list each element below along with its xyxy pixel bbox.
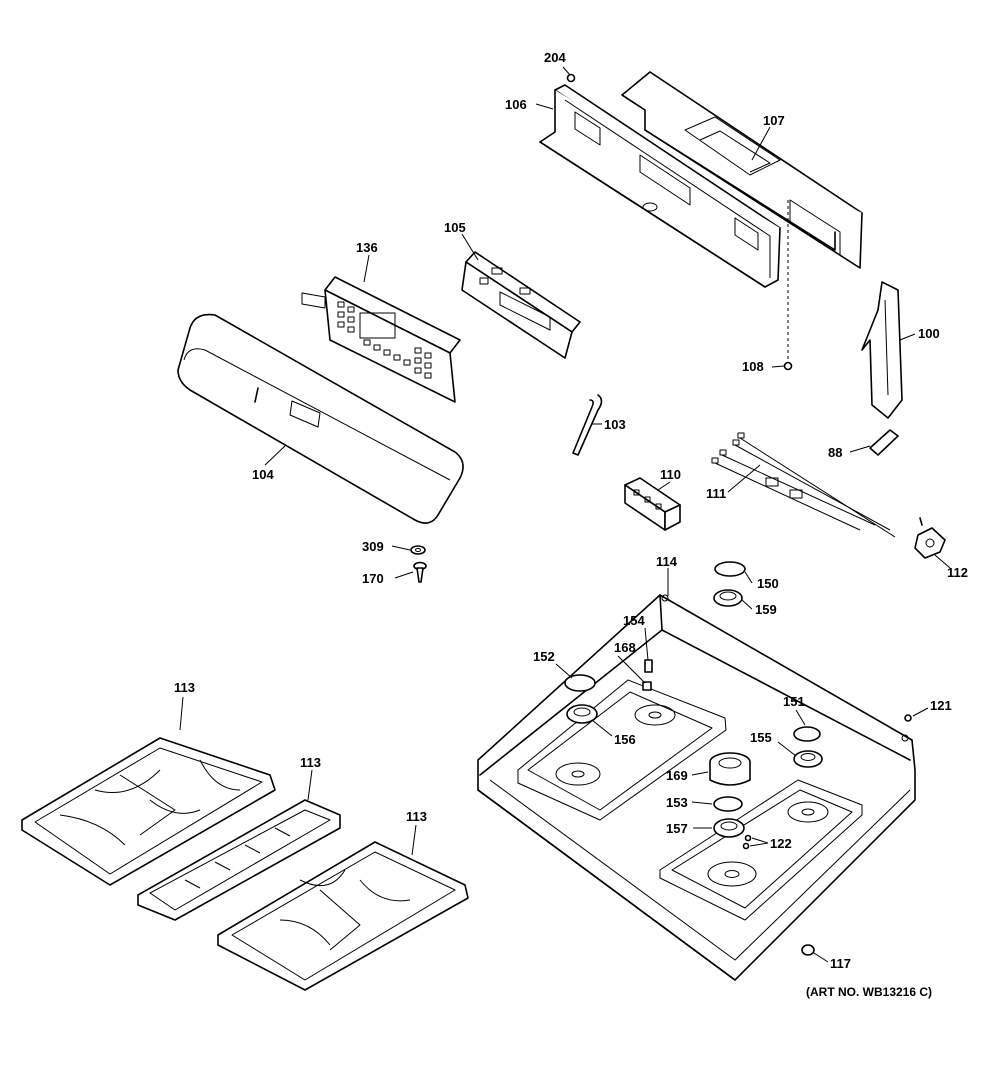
label-309: 309 <box>362 539 384 554</box>
label-113-center: 113 <box>300 755 321 770</box>
part-168-electrode <box>642 681 652 691</box>
label-151: 151 <box>783 694 805 709</box>
label-159: 159 <box>755 602 777 617</box>
part-122-screws <box>742 834 752 850</box>
label-136: 136 <box>356 240 378 255</box>
part-150-burner-cap <box>714 561 746 577</box>
label-169: 169 <box>666 768 688 783</box>
label-106: 106 <box>505 97 527 112</box>
label-111: 111 <box>706 486 726 501</box>
part-107-top-cover <box>621 71 863 269</box>
label-204: 204 <box>544 50 566 65</box>
label-103: 103 <box>604 417 626 432</box>
label-153: 153 <box>666 795 688 810</box>
label-114: 114 <box>656 554 678 569</box>
label-170: 170 <box>362 571 384 586</box>
label-113-right: 113 <box>406 809 427 824</box>
part-170-screw <box>413 561 427 583</box>
part-112-valve-switch <box>914 517 946 559</box>
label-154: 154 <box>623 613 645 628</box>
label-108: 108 <box>742 359 764 374</box>
label-156: 156 <box>614 732 636 747</box>
part-121-screw <box>904 714 912 722</box>
part-153-burner-cap <box>713 796 743 812</box>
part-113-grate-right <box>217 841 469 991</box>
part-100-side-trim <box>861 281 903 419</box>
part-88-clip <box>869 429 899 456</box>
part-151-burner-cap <box>793 726 821 742</box>
part-106-rear-bracket <box>539 84 781 288</box>
part-labels: 204 106 107 136 105 100 108 104 103 88 1… <box>174 50 968 999</box>
part-154-igniter <box>644 659 653 673</box>
part-156-burner-head <box>566 704 598 724</box>
part-105-control-board <box>461 251 581 359</box>
label-107: 107 <box>763 113 785 128</box>
label-104: 104 <box>252 467 274 482</box>
label-100: 100 <box>918 326 940 341</box>
part-117-nut <box>801 944 815 956</box>
part-169-burner-body <box>709 752 751 786</box>
label-105: 105 <box>444 220 466 235</box>
label-157: 157 <box>666 821 688 836</box>
label-112: 112 <box>947 565 968 580</box>
part-159-burner-head <box>713 589 743 607</box>
label-155: 155 <box>750 730 772 745</box>
part-108-screw <box>783 200 793 371</box>
leader-lines <box>179 66 951 963</box>
label-121: 121 <box>930 698 952 713</box>
art-number: (ART NO. WB13216 C) <box>806 985 932 999</box>
part-155-burner-head <box>793 750 823 768</box>
part-113-grate-center <box>137 799 341 921</box>
label-113-left: 113 <box>174 680 195 695</box>
part-110-terminal-block <box>624 477 681 531</box>
part-157-burner-head <box>713 818 745 838</box>
label-117: 117 <box>830 956 851 971</box>
label-150: 150 <box>757 576 779 591</box>
label-168: 168 <box>614 640 636 655</box>
part-152-burner-cap <box>564 674 596 692</box>
label-88: 88 <box>828 445 842 460</box>
part-309-washer <box>410 545 426 555</box>
part-103-wire-harness <box>572 394 603 456</box>
part-113-grate-left <box>21 737 276 886</box>
cooktop-main-top <box>477 594 916 981</box>
part-111-wire-leads <box>711 432 896 538</box>
part-104-backsplash-panel <box>177 313 464 524</box>
label-110: 110 <box>660 467 681 482</box>
part-204-screw <box>566 73 576 83</box>
part-136-keypad-membrane <box>301 276 461 403</box>
label-122: 122 <box>770 836 792 851</box>
keypad-buttons <box>337 301 432 379</box>
label-152: 152 <box>533 649 555 664</box>
